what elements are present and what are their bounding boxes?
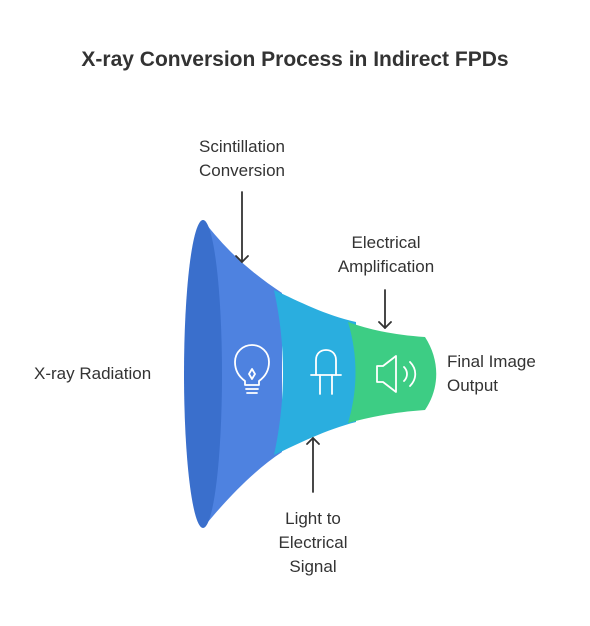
funnel-segment-scintillation <box>203 220 282 528</box>
label-electrical-amplification: Electrical Amplification <box>337 233 435 276</box>
funnel-mouth <box>184 220 222 528</box>
label-xray-radiation: X-ray Radiation <box>34 364 152 383</box>
speaker-icon <box>376 355 417 393</box>
lightbulb-icon <box>234 344 270 394</box>
funnel-segment-amplification <box>348 322 437 423</box>
funnel-segment-light-to-electrical <box>274 290 356 455</box>
page-title: X-ray Conversion Process in Indirect FPD… <box>81 48 509 71</box>
arrow-light-to-electrical <box>306 437 320 493</box>
label-scintillation-conversion: Scintillation Conversion <box>199 137 285 180</box>
led-icon <box>310 349 342 395</box>
label-final-image-output: Final Image Output <box>447 352 536 395</box>
label-light-to-electrical-signal: Light to Electrical Signal <box>278 509 348 576</box>
arrow-amplification <box>378 289 392 329</box>
arrow-scintillation <box>235 191 249 263</box>
